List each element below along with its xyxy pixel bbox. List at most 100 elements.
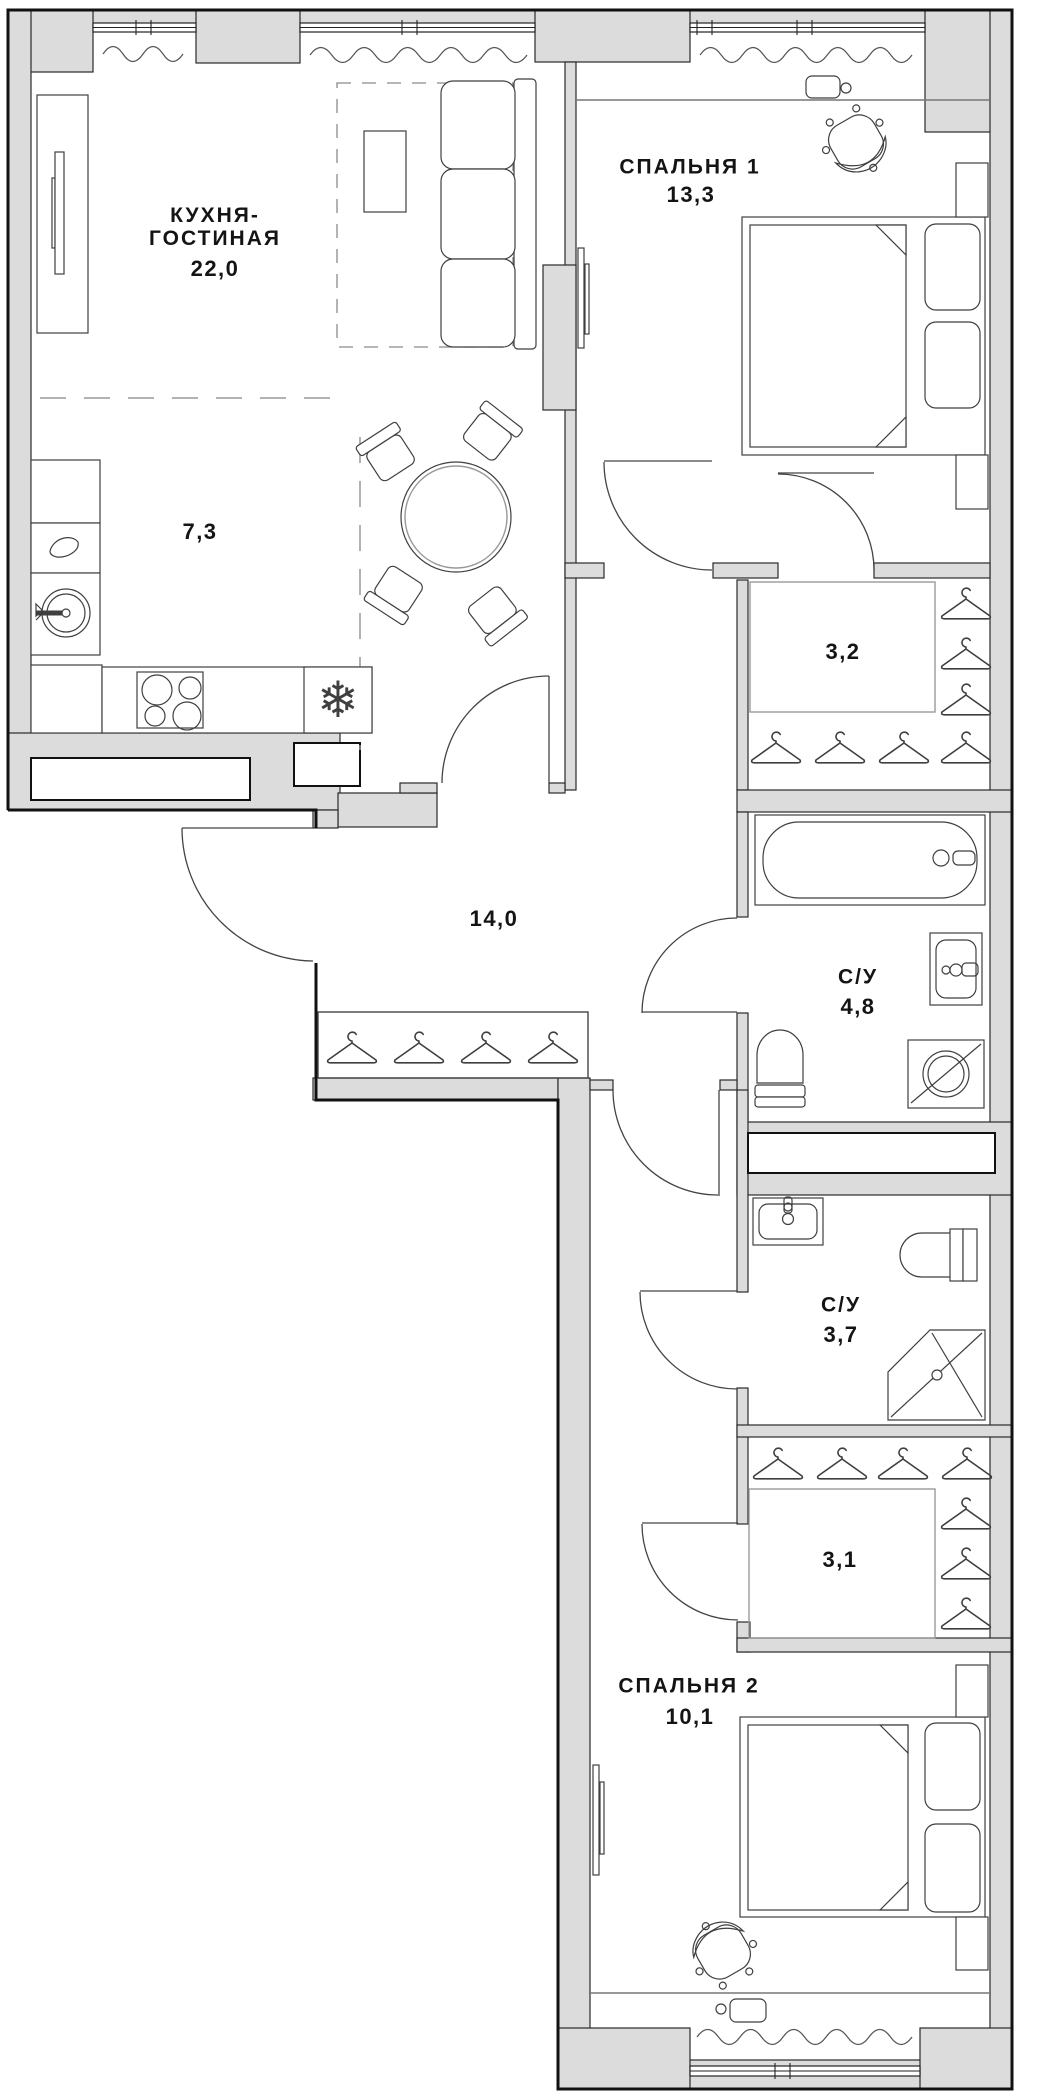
wall-pier: [557, 2027, 691, 2090]
hanger-icon: [393, 1031, 445, 1064]
room-label-bedroom2: СПАЛЬНЯ 2: [618, 1674, 760, 1698]
pillow-icon: [924, 223, 981, 311]
bathroom-sink-icon: [929, 932, 983, 1006]
window-bedroom2: [689, 2063, 921, 2079]
bed-icon: [739, 1716, 986, 1918]
faucet-icon: [35, 602, 62, 621]
entry-cabinet-icon: [293, 742, 361, 787]
curtain-icon: [696, 2028, 913, 2046]
nightstand-icon: [955, 162, 989, 218]
tv-icon: [54, 151, 65, 275]
wardrobe-furniture: [749, 581, 992, 764]
bedroom2-furniture: [590, 1664, 990, 2023]
hanger-icon: [877, 1447, 929, 1480]
room-area-closet: 3,1: [822, 1547, 858, 1572]
nightstand-icon: [955, 454, 989, 510]
room-area-bedroom1: 13,3: [666, 182, 716, 207]
bedroom1-furniture: [577, 75, 990, 510]
blanket-fold: [874, 415, 907, 448]
hanger-icon: [814, 731, 866, 764]
outer-wall-left: [7, 9, 32, 811]
hanger-icon: [940, 1547, 992, 1580]
kitchen-door-icon: [441, 675, 550, 784]
window-bedroom1: [689, 20, 926, 35]
fridge-icon: ❄: [303, 666, 373, 734]
bathroom2-bottom-wall: [736, 1424, 1013, 1438]
hanger-icon: [940, 1497, 992, 1530]
curtain-icon: [699, 46, 913, 64]
nightstand-icon: [955, 1916, 989, 1971]
pillow-icon: [924, 1722, 981, 1811]
closet-inner-line: [748, 1488, 936, 1639]
bathroom2-door-icon: [639, 1290, 738, 1390]
hanger-icon: [940, 683, 992, 716]
room-area-bathroom2: 3,7: [823, 1322, 859, 1347]
room-area-wardrobe: 3,2: [825, 639, 861, 664]
hanger-icon: [940, 1597, 992, 1630]
shower-icon: [887, 1329, 986, 1421]
ceiling-vent-icon: [715, 1998, 767, 2023]
wall-kitchen-bedroom1: [564, 61, 577, 791]
hanger-icon: [816, 1447, 868, 1480]
bedroom2-top-wall: [736, 1637, 1013, 1653]
wardrobe-door-icon: [777, 472, 875, 571]
tv-icon: [584, 263, 590, 335]
coffee-table-icon: [363, 130, 407, 213]
ceiling-vent-icon: [805, 75, 852, 99]
hanger-icon: [750, 731, 802, 764]
dining-table-icon: [400, 461, 512, 573]
hanger-icon: [460, 1031, 512, 1064]
bathroom1-door-icon: [641, 917, 738, 1014]
wall-pier: [195, 9, 301, 64]
windows: [92, 20, 926, 2079]
blanket-fold: [874, 224, 907, 257]
entry-cabinets: [30, 742, 361, 801]
ventilation-shaft: [747, 1132, 996, 1174]
counter-icon: [30, 522, 101, 574]
wall-pier: [919, 2027, 1013, 2090]
coat-rack-icon: [317, 1011, 589, 1079]
room-area-kitchen-zone: 7,3: [182, 519, 218, 544]
wall-column: [542, 264, 577, 411]
base-cabinet-icon: [30, 664, 103, 734]
bathtub-icon: [754, 814, 986, 906]
corridor-door-icon: [612, 1089, 720, 1196]
sofa-icon: [440, 78, 537, 350]
closet-door-icon: [641, 1522, 739, 1621]
svg-text:❄: ❄: [317, 672, 359, 728]
hanger-icon: [941, 1447, 993, 1480]
blanket-fold: [878, 1724, 909, 1755]
dining-chair-icon: [362, 561, 429, 627]
bathroom1-fixtures: [754, 814, 986, 1109]
nightstand-icon: [955, 1664, 989, 1718]
curtain-icon: [309, 46, 528, 64]
outer-wall-lower-left: [557, 1077, 591, 2090]
tv-icon: [577, 247, 585, 349]
toilet-icon: [754, 1029, 806, 1108]
room-label-bathroom1: С/У: [837, 965, 879, 989]
wall-pier: [534, 9, 691, 63]
tv-icon: [592, 1764, 600, 1876]
pillow-icon: [924, 321, 981, 409]
closet-furniture: [748, 1447, 993, 1639]
hanger-icon: [326, 1031, 378, 1064]
doors: [181, 460, 875, 1621]
dining-chair-icon: [462, 581, 530, 648]
room-area-hallway: 14,0: [469, 906, 519, 931]
window-kitchen-main: [299, 20, 536, 35]
wardrobe-left-wall: [736, 579, 749, 791]
hanger-icon: [940, 637, 992, 670]
desk-chair-icon: [809, 95, 903, 190]
room-label-bedroom1: СПАЛЬНЯ 1: [619, 155, 761, 179]
stove-icon: [136, 671, 204, 731]
kitchen-living-furniture: ❄: [30, 78, 537, 750]
hallway-furniture: [317, 1011, 589, 1079]
counter-icon: [30, 459, 101, 524]
toilet-icon: [899, 1228, 978, 1282]
washing-machine-icon: [907, 1039, 985, 1109]
bed-icon: [741, 216, 986, 456]
room-area-bathroom1: 4,8: [840, 994, 876, 1019]
dining-chair-icon: [354, 420, 421, 486]
